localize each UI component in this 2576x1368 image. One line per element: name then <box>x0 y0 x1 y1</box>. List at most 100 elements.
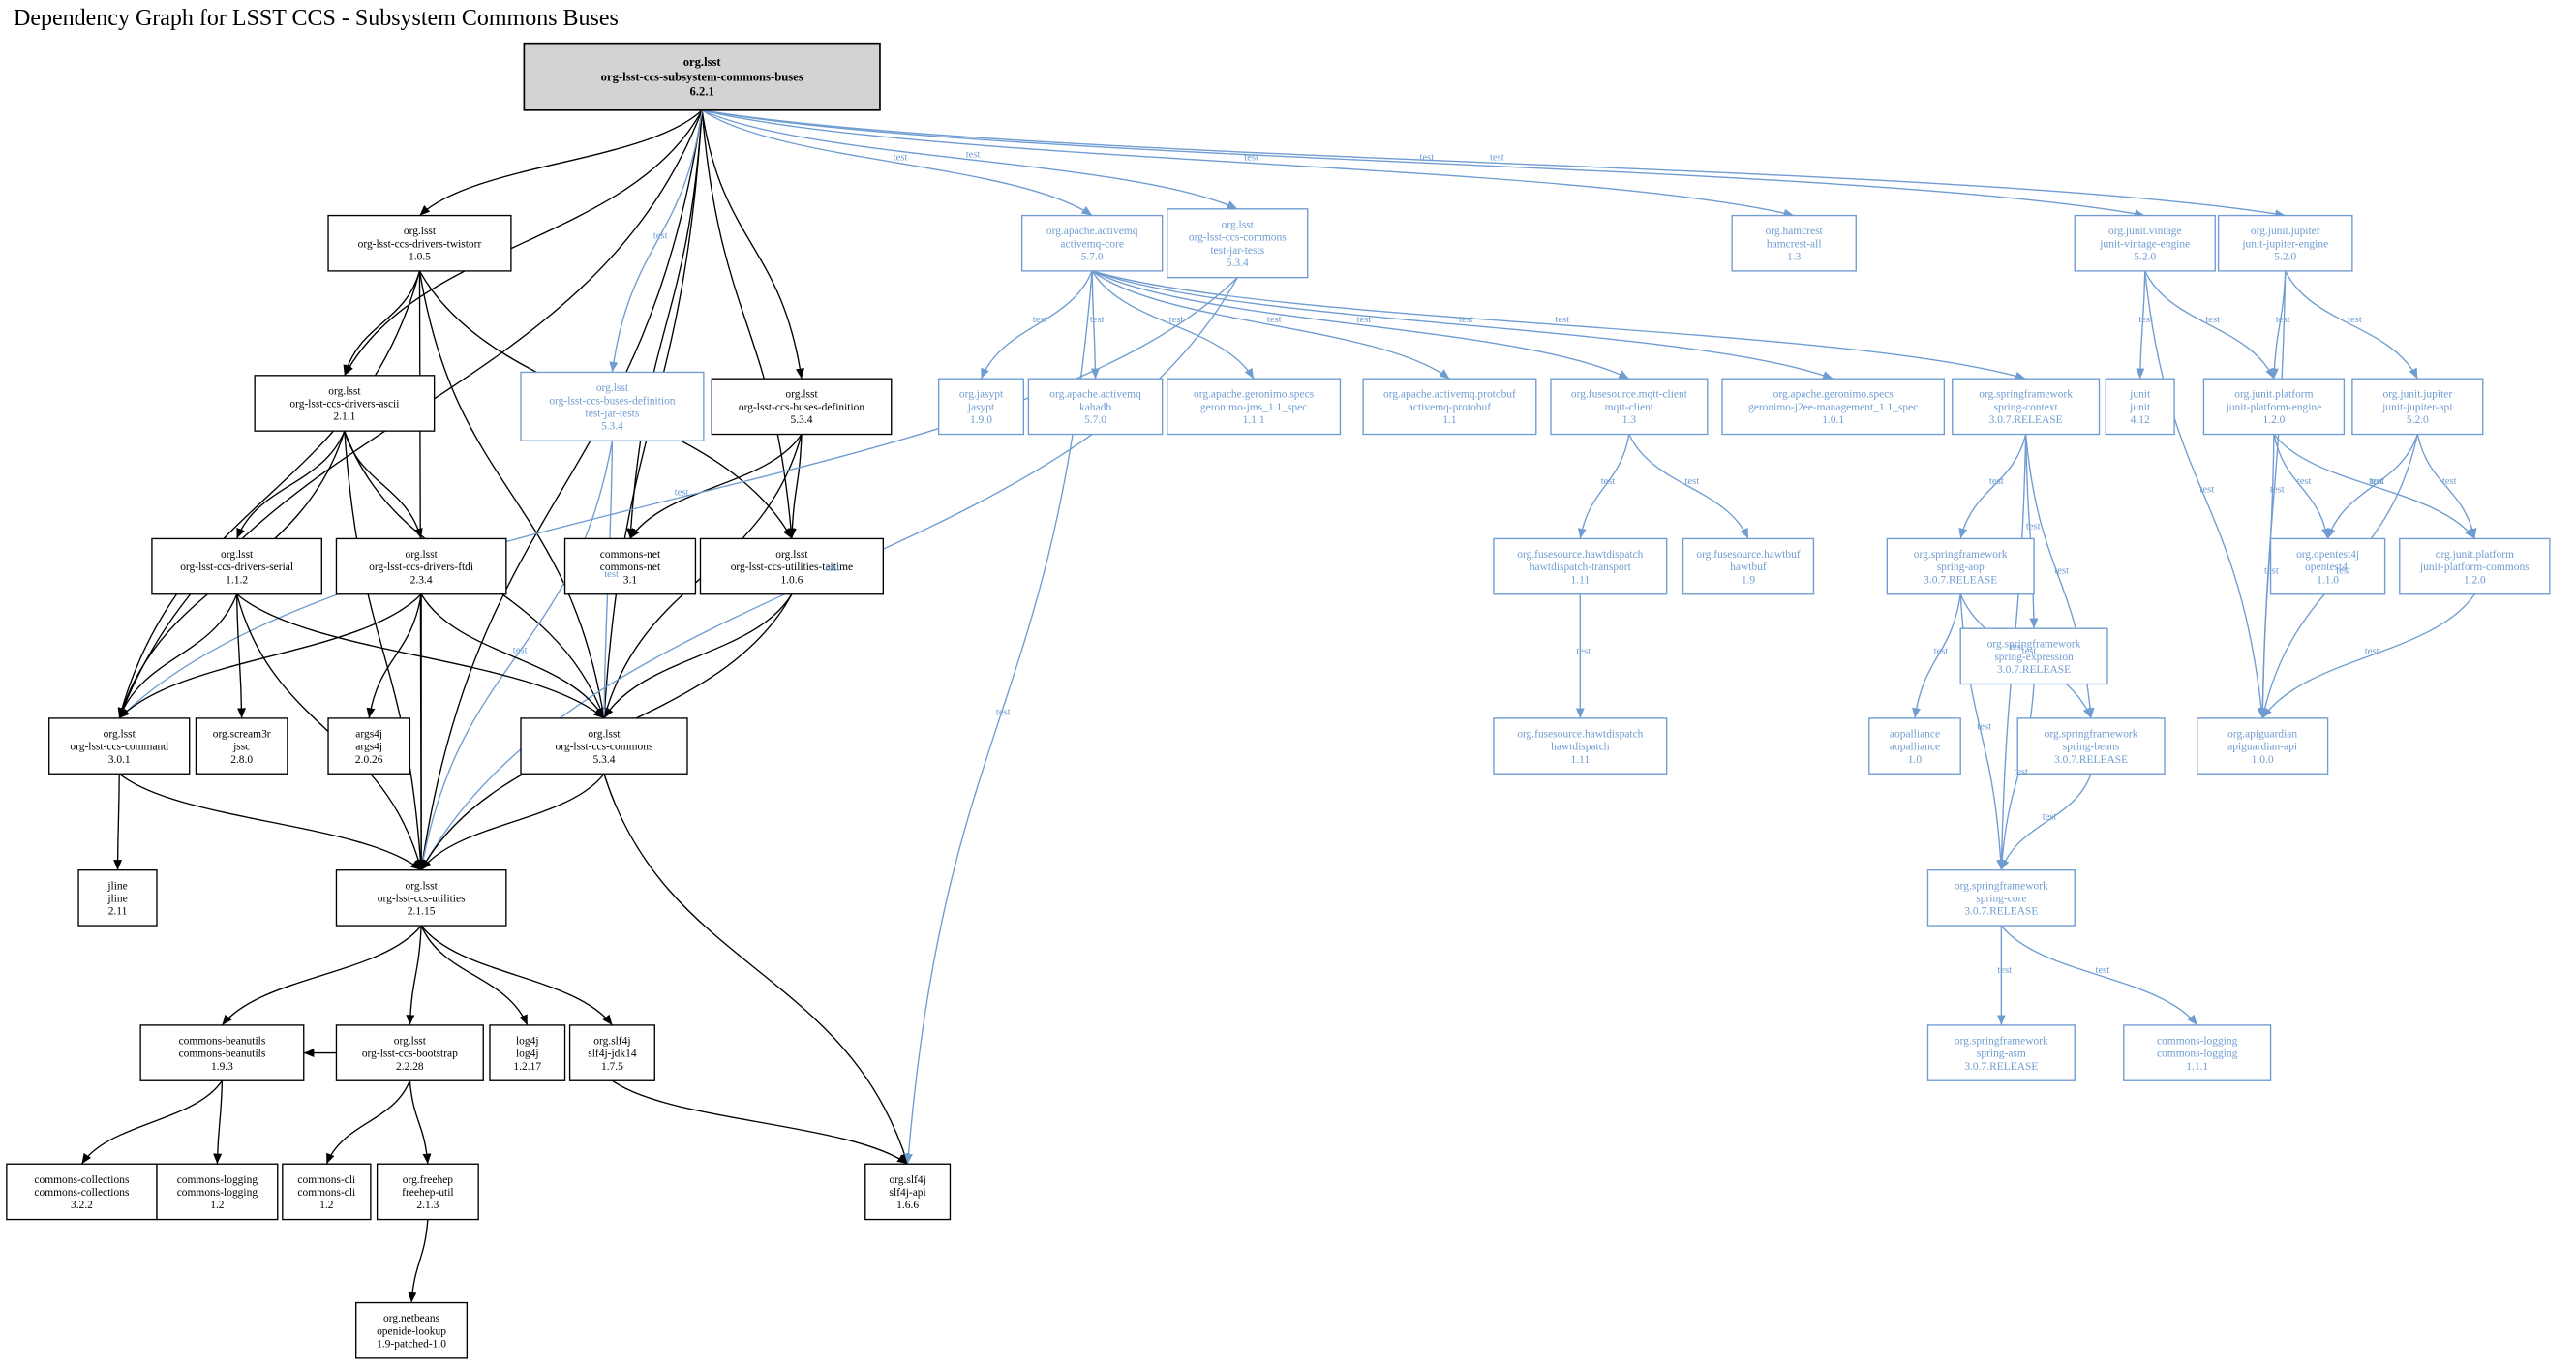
node-box <box>1952 378 2101 436</box>
node-box <box>1731 214 1857 272</box>
node-label-line: spring-aop <box>1937 562 1985 573</box>
node-label-line: org-lsst-ccs-commons <box>1189 232 1287 244</box>
edge-test-label: test <box>1576 646 1591 656</box>
node-label-line: org.lsst <box>588 728 621 740</box>
node-label-line: 5.2.0 <box>2134 251 2156 262</box>
node-label-line: geronimo-jms_1.1_spec <box>1200 402 1307 413</box>
dep-node-commons_tests: org.lsstorg-lsst-ccs-commonstest-jar-tes… <box>1167 208 1309 279</box>
node-label-line: org.junit.jupiter <box>2251 226 2320 237</box>
node-label-line: 1.9 <box>1742 574 1756 586</box>
node-label-line: spring-expression <box>1994 652 2074 663</box>
node-box <box>327 717 411 775</box>
node-label-line: 3.2.2 <box>71 1200 93 1211</box>
node-box <box>520 717 688 775</box>
edge-test-label: test <box>2138 315 2153 325</box>
node-label-line: org.lsst <box>406 880 439 892</box>
dep-edge-root-buses_def_tests <box>609 109 703 373</box>
node-box <box>335 537 507 595</box>
node-box <box>2269 537 2386 595</box>
node-label-line: hawtdispatch <box>1551 742 1610 753</box>
node-label-line: 1.11 <box>1571 574 1591 586</box>
node-label-line: org-lsst-ccs-utilities <box>378 893 466 904</box>
node-label-line: spring-beans <box>2063 742 2120 753</box>
node-label-line: org.apiguardian <box>2227 728 2297 740</box>
edge-test-label: test <box>2199 484 2214 495</box>
node-box <box>156 1163 279 1221</box>
edge-test-label: test <box>675 488 689 499</box>
edge-test-label: test <box>1997 965 2012 976</box>
node-label-line: org-lsst-ccs-buses-definition <box>739 402 864 413</box>
node-label-line: hamcrest-all <box>1767 238 1822 250</box>
dep-node-commons_collections: commons-collectionscommons-collections3.… <box>6 1163 158 1221</box>
node-label-line: org.fusesource.mqtt-client <box>1571 389 1688 401</box>
node-label-line: org.jasypt <box>959 389 1004 401</box>
node-label-line: org.freehep <box>403 1174 454 1186</box>
dep-edge-twistorr-commons <box>418 270 607 719</box>
node-label-line: org.lsst <box>683 55 722 69</box>
dep-edge-platform_engine-opentest4j <box>2273 434 2330 539</box>
node-label-line: 5.7.0 <box>1084 414 1106 426</box>
node-box <box>2399 537 2551 595</box>
node-label-line: org.springframework <box>1979 389 2073 401</box>
node-label-line: org.springframework <box>1987 639 2081 651</box>
node-label-line: org.lsst <box>775 549 808 561</box>
node-label-line: org.junit.vintage <box>2108 226 2182 237</box>
dep-edge-mqtt_client-hawtdispatch_transport <box>1577 434 1630 539</box>
edge-test-label: test <box>1934 646 1949 656</box>
node-label-line: openide-lookup <box>377 1325 446 1337</box>
node-label-line: org.lsst <box>104 728 136 740</box>
dep-node-vintage_engine: org.junit.vintagejunit-vintage-engine5.2… <box>2074 214 2216 272</box>
edge-test-label: test <box>2369 476 2383 487</box>
dep-edge-serial-command <box>118 593 238 719</box>
dep-node-taitime: org.lsstorg-lsst-ccs-utilities-taitime1.… <box>699 537 885 595</box>
node-label-line: slf4j-jdk14 <box>588 1049 637 1060</box>
node-box <box>48 717 191 775</box>
node-label-line: junit-platform-engine <box>2226 402 2322 413</box>
node-label-line: org.scream3r <box>213 728 271 740</box>
node-label-line: 1.0.1 <box>1822 414 1844 426</box>
node-label-line: 5.3.4 <box>601 421 623 433</box>
node-box <box>1167 208 1309 279</box>
edge-test-label: test <box>1169 315 1184 325</box>
node-box <box>1886 537 2035 595</box>
node-label-line: commons-cli <box>297 1187 355 1199</box>
dep-edge-ftdi-commons <box>420 593 605 719</box>
node-label-line: org.slf4j <box>593 1035 630 1047</box>
node-label-line: commons-logging <box>2157 1049 2238 1060</box>
node-label-line: org.fusesource.hawtdispatch <box>1517 549 1643 561</box>
node-label-line: junit-platform-commons <box>2419 562 2530 573</box>
node-label-line: junit-vintage-engine <box>2099 238 2190 250</box>
node-box <box>335 869 507 927</box>
node-label-line: 1.11 <box>1571 754 1591 766</box>
node-label-line: geronimo-j2ee-management_1.1_spec <box>1748 402 1918 413</box>
node-label-line: 3.0.7.RELEASE <box>1997 664 2071 676</box>
node-label-line: kahadb <box>1079 402 1111 413</box>
dep-edge-ascii-utilities <box>344 431 425 870</box>
dep-edge-twistorr-command <box>117 270 421 719</box>
node-label-line: log4j <box>516 1049 539 1060</box>
node-box <box>77 869 158 927</box>
node-box <box>2197 717 2329 775</box>
node-label-line: commons-logging <box>177 1187 258 1199</box>
node-label-line: 1.1.1 <box>2186 1061 2208 1073</box>
edge-test-label: test <box>1555 315 1569 325</box>
node-label-line: spring-context <box>1994 402 2059 413</box>
node-label-line: 1.1.2 <box>226 574 248 586</box>
node-box <box>2217 214 2353 272</box>
node-label-line: org.hamcrest <box>1766 226 1824 237</box>
edge-test-label: test <box>2371 476 2385 487</box>
node-label-line: 1.0.6 <box>780 574 803 586</box>
node-label-line: org.fusesource.hawtdispatch <box>1517 728 1643 740</box>
dep-edge-taitime-commons <box>603 593 793 719</box>
